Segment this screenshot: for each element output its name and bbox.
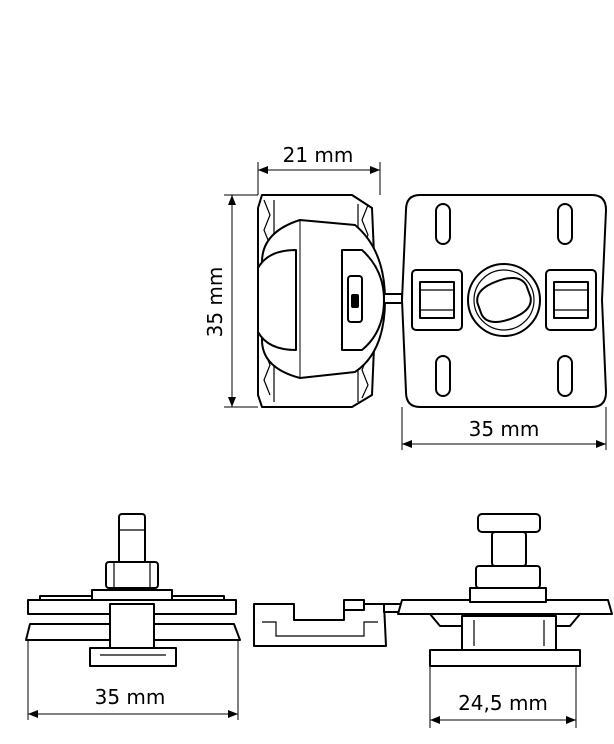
side-view — [257, 194, 403, 408]
side-width-dimension: 21 mm — [257, 143, 381, 195]
side-height-label: 35 mm — [203, 267, 227, 338]
side-section-view — [253, 599, 405, 647]
front-view — [25, 513, 241, 667]
side-height-dimension: 35 mm — [203, 194, 258, 408]
rear-width-label: 24,5 mm — [458, 691, 548, 715]
rear-view — [397, 513, 613, 667]
side-width-label: 21 mm — [283, 143, 354, 167]
rear-width-dimension: 24,5 mm — [429, 666, 577, 728]
top-view — [401, 194, 607, 408]
front-width-dimension: 35 mm — [27, 640, 239, 720]
top-width-label: 35 mm — [469, 417, 540, 441]
front-width-label: 35 mm — [95, 685, 166, 709]
top-width-dimension: 35 mm — [401, 407, 607, 450]
